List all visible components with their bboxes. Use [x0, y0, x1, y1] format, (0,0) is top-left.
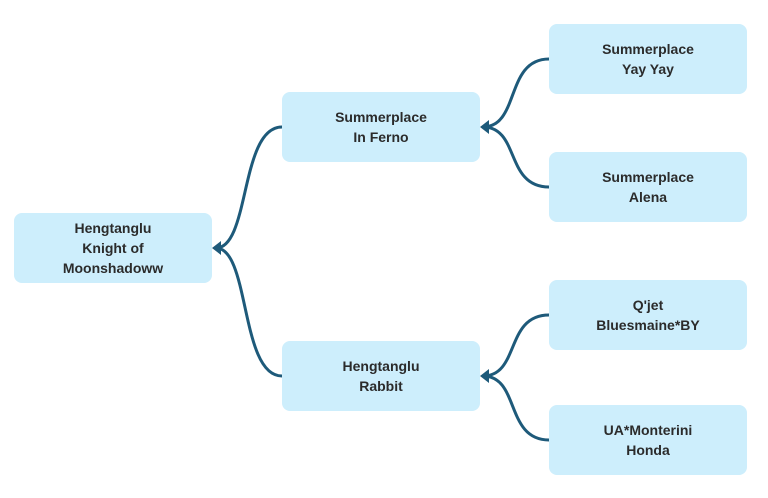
node-dam-sire-label: Q'jet Bluesmaine*BY: [596, 297, 700, 333]
connector-sire-sire: [482, 57, 550, 129]
arrowhead-sire: [480, 120, 489, 134]
connector-root-sire: [215, 125, 283, 250]
node-dam-label: Hengtanglu Rabbit: [342, 358, 420, 394]
node-sire-sire-label: Summerplace Yay Yay: [602, 41, 694, 77]
connector-dam-sire: [482, 313, 550, 378]
node-sire: Summerplace In Ferno: [282, 92, 480, 162]
node-dam-dam: UA*Monterini Honda: [549, 405, 747, 475]
node-root-label: Hengtanglu Knight of Moonshadoww: [62, 220, 164, 276]
node-sire-label: Summerplace In Ferno: [335, 109, 427, 145]
node-dam-sire: Q'jet Bluesmaine*BY: [549, 280, 747, 350]
arrowhead-root: [212, 241, 221, 255]
arrowhead-dam: [480, 369, 489, 383]
node-sire-dam-label: Summerplace Alena: [602, 169, 694, 205]
node-dam-dam-label: UA*Monterini Honda: [603, 422, 693, 458]
connector-dam-dam: [482, 374, 550, 442]
node-root: Hengtanglu Knight of Moonshadoww: [14, 213, 212, 283]
node-sire-dam: Summerplace Alena: [549, 152, 747, 222]
connector-sire-dam: [482, 125, 550, 189]
node-dam: Hengtanglu Rabbit: [282, 341, 480, 411]
connector-root-dam: [215, 246, 283, 378]
node-sire-sire: Summerplace Yay Yay: [549, 24, 747, 94]
